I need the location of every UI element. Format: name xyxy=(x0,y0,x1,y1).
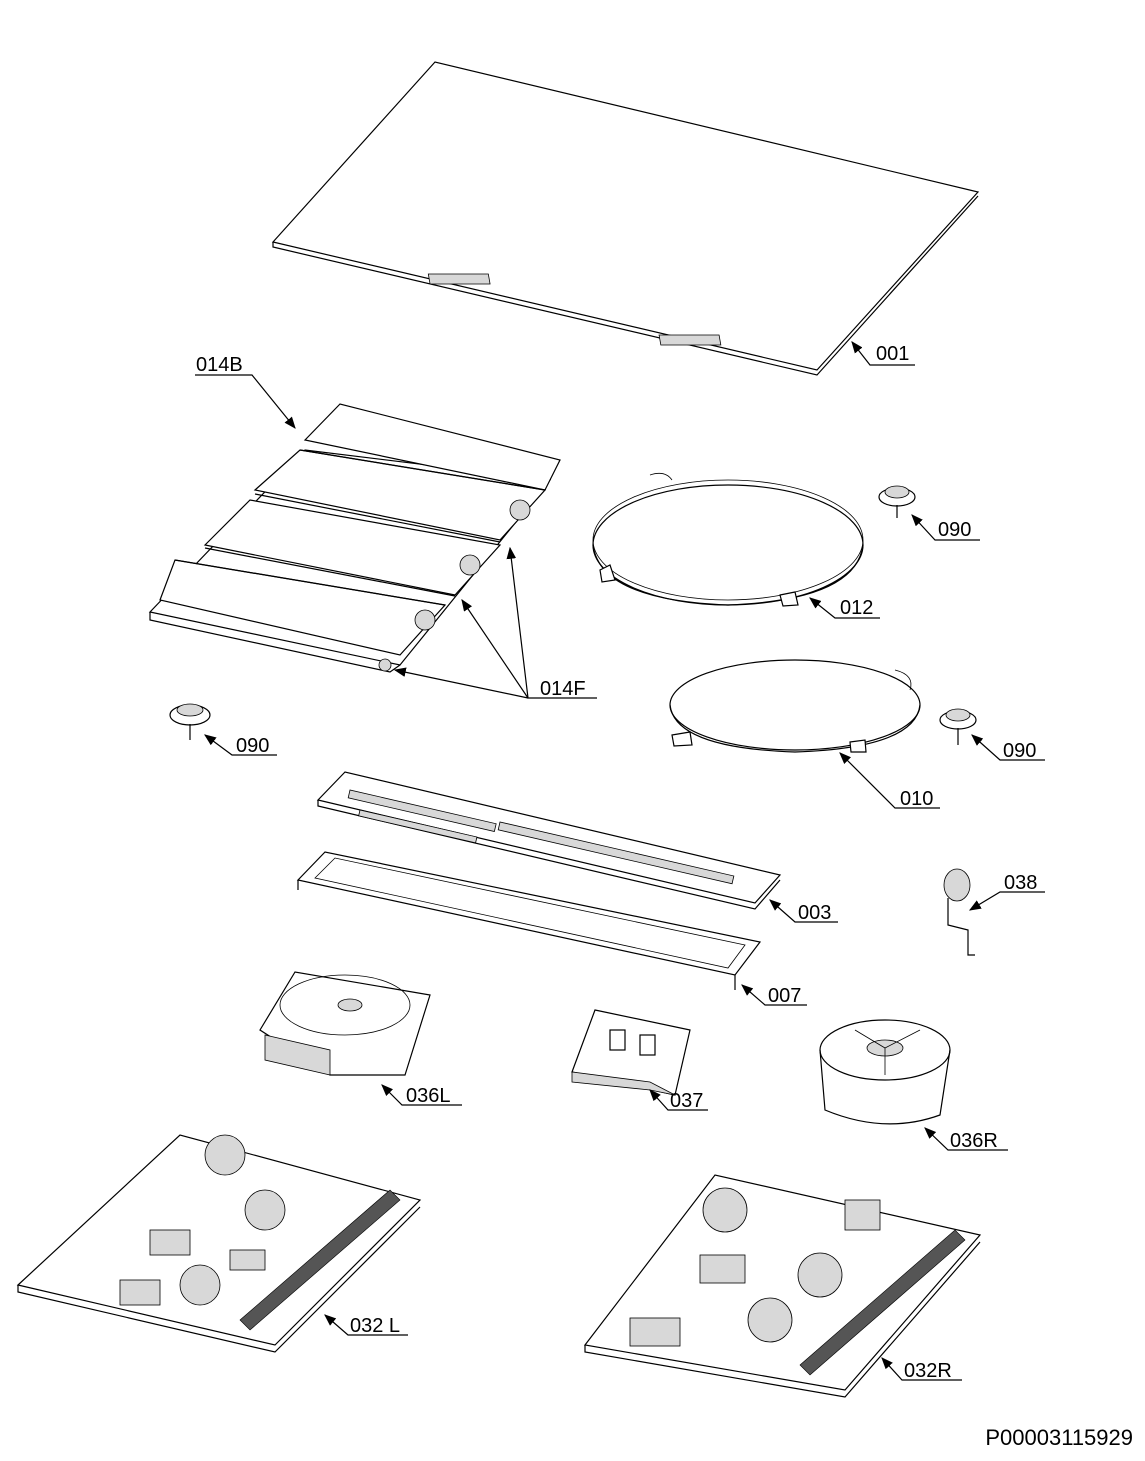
part-003-control-strip xyxy=(316,771,782,910)
part-032L-power-board xyxy=(16,1134,422,1353)
label-090-b: 090 xyxy=(236,735,269,757)
part-032R-power-board xyxy=(583,1174,982,1398)
label-014B: 014B xyxy=(196,354,243,376)
label-007: 007 xyxy=(768,985,801,1007)
label-036R: 036R xyxy=(950,1130,998,1152)
part-090-sensor-a xyxy=(878,485,916,518)
part-014-coil-tray xyxy=(148,403,561,673)
part-010-circular-coil xyxy=(669,659,921,753)
part-036L-fan xyxy=(259,971,431,1076)
part-090-sensor-b xyxy=(169,703,211,740)
part-labels: 001 014B 014F 090 012 090 090 010 038 00… xyxy=(196,343,1037,1382)
label-012: 012 xyxy=(840,597,873,619)
part-037-terminal-block xyxy=(571,1009,691,1096)
label-037: 037 xyxy=(670,1090,703,1112)
label-032R: 032R xyxy=(904,1360,952,1382)
part-090-sensor-c xyxy=(939,708,977,745)
part-012-circular-coil xyxy=(592,472,864,607)
label-003: 003 xyxy=(798,902,831,924)
leader-lines xyxy=(195,341,1045,1381)
part-007-frame xyxy=(296,851,762,990)
label-014F: 014F xyxy=(540,678,586,700)
part-036R-blower xyxy=(819,1019,951,1125)
part-038-sensor-cable xyxy=(943,868,975,956)
part-001-glass-top xyxy=(271,61,980,376)
drawing-reference-number: P00003115929 xyxy=(985,1425,1133,1450)
label-032L: 032 L xyxy=(350,1315,400,1337)
label-038: 038 xyxy=(1004,872,1037,894)
label-090-c: 090 xyxy=(1003,740,1036,762)
label-001: 001 xyxy=(876,343,909,365)
label-090-a: 090 xyxy=(938,519,971,541)
label-010: 010 xyxy=(900,788,933,810)
label-036L: 036L xyxy=(406,1085,451,1107)
